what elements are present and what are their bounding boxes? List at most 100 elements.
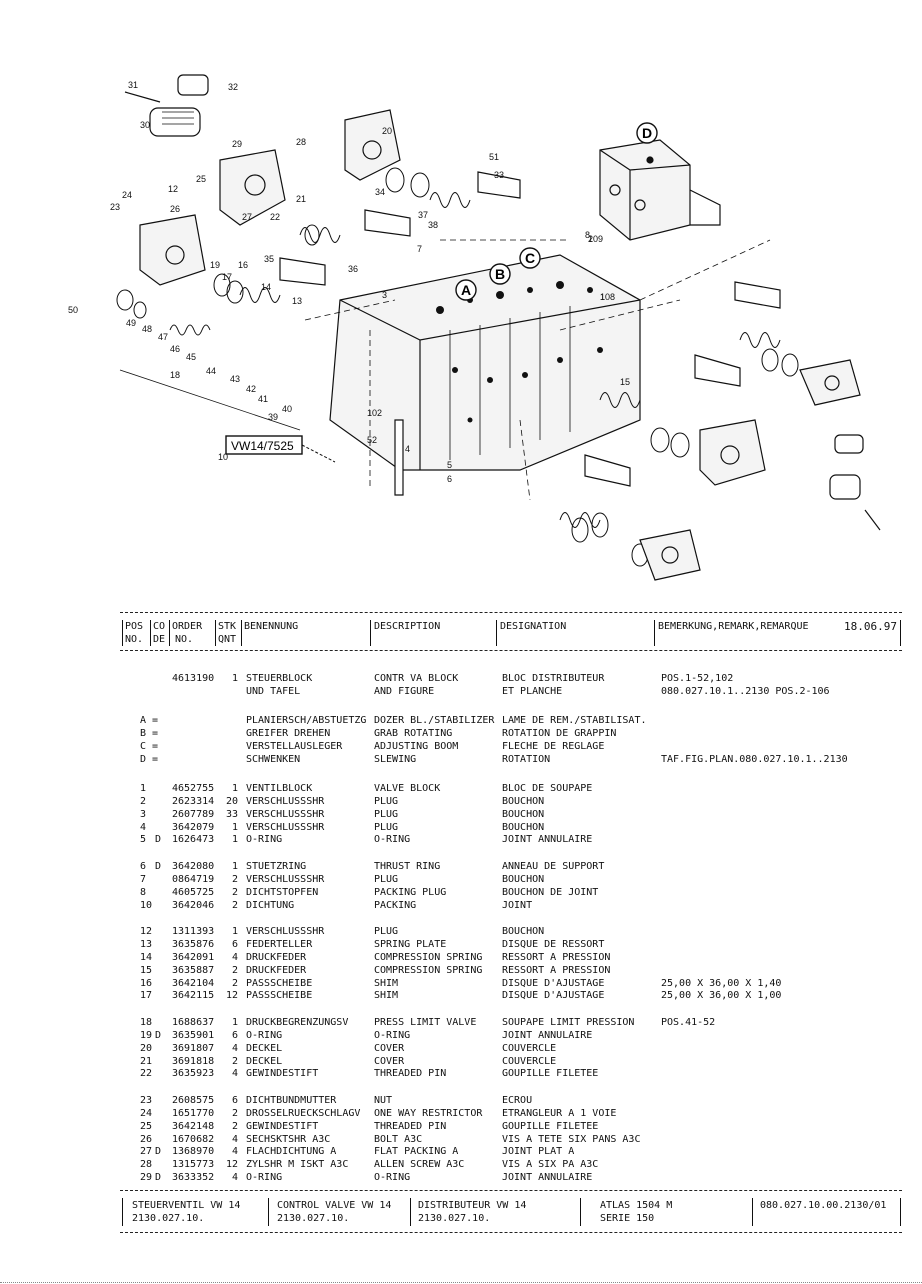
qty-cell: 6 xyxy=(231,938,238,950)
order-no-cell: 2623314 xyxy=(172,795,215,807)
order-no-cell: 1315773 xyxy=(172,1159,215,1171)
qty-cell: 4 xyxy=(231,1133,238,1145)
pos-cell: 22 xyxy=(140,1068,153,1080)
designation-cell: VIS A SIX PA A3C xyxy=(502,1159,599,1171)
footer-model: ATLAS 1504 M xyxy=(600,1200,673,1211)
benennung-cell: VERSTELLAUSLEGER xyxy=(246,740,343,752)
qty-cell: 20 xyxy=(225,795,238,807)
description-cell: COVER xyxy=(374,1042,405,1054)
designation-cell: ROTATION xyxy=(502,753,551,765)
designation-cell: COUVERCLE xyxy=(502,1042,557,1054)
part-number-label: 35 xyxy=(264,254,274,264)
header-co: CO xyxy=(153,621,166,632)
benennung-cell: O-RING xyxy=(246,1029,283,1041)
part-number-label: 45 xyxy=(186,352,196,362)
pos-cell: 16 xyxy=(140,977,153,989)
qty-cell: 2 xyxy=(231,886,238,898)
designation-cell: LAME DE REM./STABILISAT. xyxy=(502,715,647,726)
qty-cell: 33 xyxy=(225,808,238,820)
footer-benennung-no: 2130.027.10. xyxy=(132,1213,205,1224)
header-designation: DESIGNATION xyxy=(500,621,567,632)
pos-cell: 14 xyxy=(140,951,153,963)
benennung-cell: UND TAFEL xyxy=(246,685,301,697)
description-cell: COMPRESSION SPRING xyxy=(374,951,483,963)
part-number-label: 37 xyxy=(418,210,428,220)
order-no-cell: 3633352 xyxy=(172,1172,215,1184)
benennung-cell: GREIFER DREHEN xyxy=(246,727,331,739)
benennung-cell: SCHWENKEN xyxy=(246,753,301,765)
part-number-label: 24 xyxy=(122,190,132,200)
part-number-label: 30 xyxy=(140,120,150,130)
pos-cell: 5 xyxy=(140,834,147,846)
order-no-cell: 3635876 xyxy=(172,938,215,950)
qty-cell: 2 xyxy=(231,1055,238,1067)
description-cell: SPRING PLATE xyxy=(374,938,447,950)
pos-cell: 15 xyxy=(140,964,153,976)
callout-d-circle xyxy=(636,122,658,144)
benennung-cell: FEDERTELLER xyxy=(246,938,313,950)
designation-cell: FLECHE DE REGLAGE xyxy=(502,740,605,752)
footer-benennung: STEUERVENTIL VW 14 xyxy=(132,1200,241,1211)
co-cell: D xyxy=(155,860,162,872)
order-no-cell: 2607789 xyxy=(172,808,215,820)
part-number-label: 16 xyxy=(238,260,248,270)
benennung-cell: FLACHDICHTUNG A xyxy=(246,1146,337,1158)
designation-cell: BOUCHON xyxy=(502,795,545,807)
benennung-cell: ZYLSHR M ISKT A3C xyxy=(246,1159,349,1171)
part-number-label: 1 xyxy=(600,292,605,302)
part-number-label: 19 xyxy=(210,260,220,270)
right-cover-groups xyxy=(639,359,881,581)
description-cell: GRAB ROTATING xyxy=(374,727,453,739)
part-number-label: 27 xyxy=(242,212,252,222)
designation-cell: GOUPILLE FILETEE xyxy=(502,1068,599,1080)
designation-cell: DISQUE D'AJUSTAGE xyxy=(502,990,605,1002)
qty-cell: 2 xyxy=(231,899,238,911)
part-number-label: 28 xyxy=(296,137,306,147)
order-no-cell: 3642148 xyxy=(172,1120,215,1132)
pos-cell: 29 xyxy=(140,1172,153,1184)
qty-cell: 12 xyxy=(225,990,238,1002)
part-number-label: 26 xyxy=(170,204,180,214)
footer-description-no: 2130.027.10. xyxy=(277,1213,350,1224)
benennung-cell: DRUCKBEGRENZUNGSV xyxy=(246,1016,349,1028)
order-no-cell: 1651770 xyxy=(172,1107,215,1119)
callout-a-circle xyxy=(455,279,477,301)
part-number-label: 50 xyxy=(68,305,78,315)
designation-cell: JOINT ANNULAIRE xyxy=(502,1029,593,1041)
order-no-cell: 2608575 xyxy=(172,1094,215,1106)
part-number-label: 39 xyxy=(268,412,278,422)
benennung-cell: VENTILBLOCK xyxy=(246,782,313,794)
benennung-cell: DRUCKFEDER xyxy=(246,951,307,963)
part-number-label: 48 xyxy=(142,324,152,334)
part-number-label: 49 xyxy=(126,318,136,328)
order-no-cell: 3635923 xyxy=(172,1068,215,1080)
pos-cell: 26 xyxy=(140,1133,153,1145)
description-cell: PACKING PLUG xyxy=(374,886,447,898)
part-number-label: 52 xyxy=(367,435,377,445)
header-date: 18.06.97 xyxy=(844,620,897,633)
pos-cell: 21 xyxy=(140,1055,153,1067)
designation-cell: DISQUE DE RESSORT xyxy=(502,938,605,950)
remark-cell: POS.1-52,102 xyxy=(661,673,734,684)
header-stk: STK xyxy=(218,621,237,632)
benennung-cell: PASSSCHEIBE xyxy=(246,990,313,1002)
designation-cell: ROTATION DE GRAPPIN xyxy=(502,727,617,739)
description-cell: PLUG xyxy=(374,873,399,885)
pos-cell: 4 xyxy=(140,821,147,833)
footer-reference: 080.027.10.00.2130/01 xyxy=(760,1200,887,1211)
order-no-cell: 1311393 xyxy=(172,925,215,937)
part-number-label: 21 xyxy=(296,194,306,204)
co-cell: D xyxy=(155,834,162,846)
